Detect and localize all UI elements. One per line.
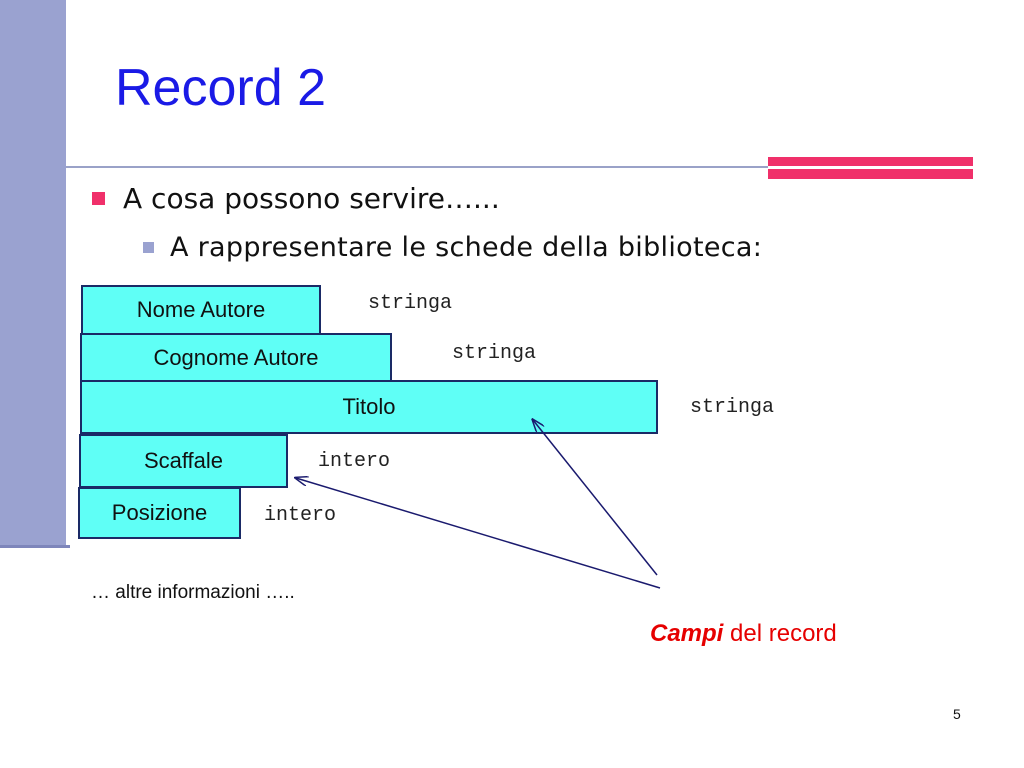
field-box-nome-autore: Nome Autore [81,285,321,335]
callout-emphasis: Campi [650,620,724,647]
bullet-level2-text: A rappresentare le schede della bibliote… [170,232,763,263]
page-number: 5 [953,706,961,722]
arrow-to-titolo [533,420,658,576]
field-type-posizione: intero [264,504,337,527]
field-type-nome-autore: stringa [368,292,453,315]
field-box-cognome-autore: Cognome Autore [80,333,392,383]
fields-callout: Campi del record [650,620,837,648]
title-divider [66,166,774,168]
field-type-cognome-autore: stringa [452,342,537,365]
field-box-posizione: Posizione [78,487,241,539]
field-type-titolo: stringa [690,396,775,419]
sidebar-decoration [0,0,66,545]
title-divider-accent [768,157,973,179]
callout-rest: del record [723,620,837,647]
square-bullet-icon [92,192,105,205]
sidebar-shadow [0,545,70,548]
slide-title: Record 2 [115,59,326,117]
square-bullet-icon [143,242,154,253]
bullet-level2: A rappresentare le schede della bibliote… [143,232,762,263]
arrow-to-scaffale [296,478,661,589]
field-box-titolo: Titolo [80,380,658,434]
bullet-level1: A cosa possono servire…... [92,182,500,215]
field-type-scaffale: intero [318,450,391,473]
other-info-text: … altre informazioni ….. [91,582,295,603]
bullet-level1-text: A cosa possono servire…... [123,182,500,215]
